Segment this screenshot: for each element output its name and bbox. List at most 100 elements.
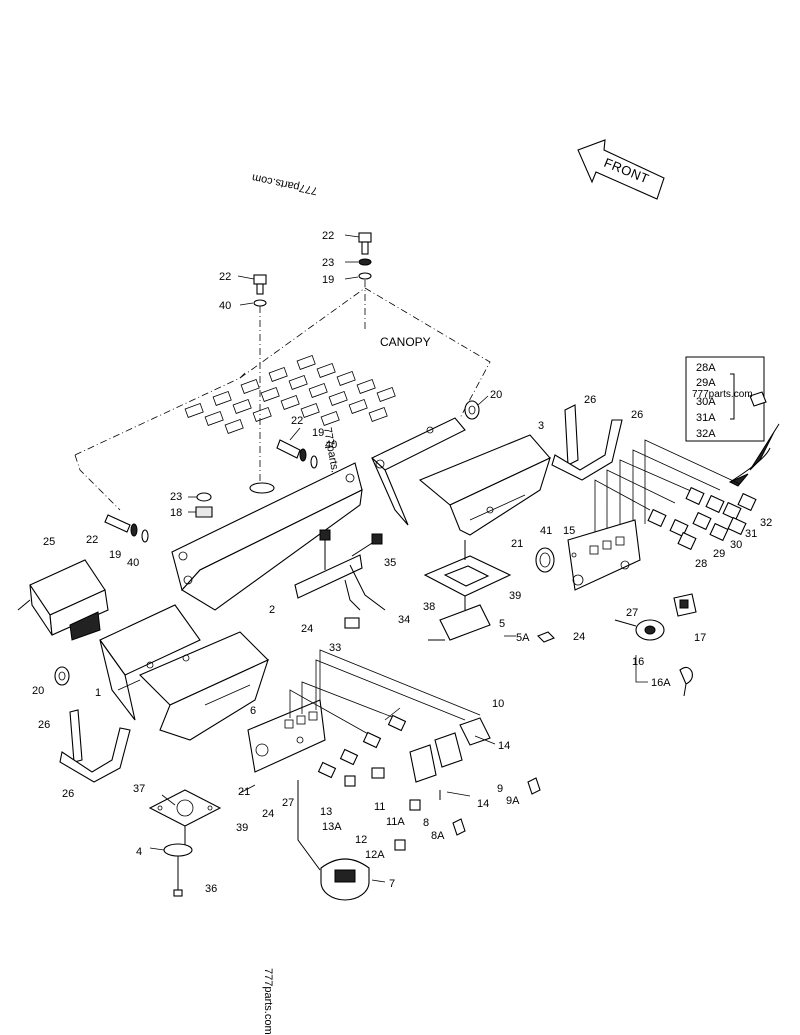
callout-26c: 26 — [38, 719, 50, 731]
callout-3: 3 — [538, 420, 544, 432]
callout-26a: 26 — [584, 394, 596, 406]
callout-26d: 26 — [62, 788, 74, 800]
callout-9A: 9A — [506, 795, 520, 807]
bolt-set-left — [104, 514, 149, 543]
callout-4: 4 — [136, 846, 142, 858]
callout-31: 31 — [745, 528, 757, 540]
callout-26b: 26 — [631, 409, 643, 421]
left-console-box — [99, 604, 269, 741]
inset-label-31A: 31A — [696, 412, 716, 424]
callout-19b: 19 — [312, 427, 324, 439]
callout-12A: 12A — [365, 849, 385, 861]
callout-35: 35 — [384, 557, 396, 569]
callout-34: 34 — [398, 614, 410, 626]
callout-2: 2 — [269, 604, 275, 616]
bolt-stack-top-left — [237, 274, 267, 490]
switch-plate-right — [567, 519, 641, 591]
callout-5A: 5A — [516, 632, 530, 644]
inset-label-28A: 28A — [696, 362, 716, 374]
callout-40c: 40 — [127, 557, 139, 569]
canopy-outline: CANOPY — [74, 287, 491, 511]
callout-16: 16 — [632, 656, 644, 668]
callout-14a: 14 — [498, 740, 510, 752]
callout-39a: 39 — [509, 590, 521, 602]
callout-22b: 22 — [219, 271, 231, 283]
inset-label-30A: 30A — [696, 396, 716, 408]
lamp-5A — [537, 631, 555, 643]
callout-38: 38 — [423, 601, 435, 613]
bulbs-A — [452, 777, 541, 836]
callout-labels: 22 23 19 22 40 22 19 40 23 18 22 19 40 2… — [32, 230, 772, 895]
callout-27b: 27 — [282, 797, 294, 809]
inset-box — [685, 356, 780, 487]
callout-21b: 21 — [238, 786, 250, 798]
key-16A — [679, 666, 693, 697]
inset-labels: 28A 29A 777parts.com 30A 31A 32A — [692, 362, 753, 440]
callout-33: 33 — [329, 642, 341, 654]
callout-10: 10 — [492, 698, 504, 710]
callout-41: 41 — [540, 525, 552, 537]
callout-16A: 16A — [651, 677, 671, 689]
callout-13: 13 — [320, 806, 332, 818]
callout-39b: 39 — [236, 822, 248, 834]
beacon-light — [17, 559, 109, 641]
bolt-stack-top-right — [344, 232, 372, 330]
callout-12: 12 — [355, 834, 367, 846]
callout-22d: 22 — [86, 534, 98, 546]
callout-7: 7 — [389, 878, 395, 890]
switch-panel-6 — [247, 699, 326, 773]
watermark-top: 777parts.com — [251, 171, 319, 197]
callout-6: 6 — [250, 705, 256, 717]
right-console-box — [371, 417, 551, 536]
callout-23a: 23 — [322, 257, 334, 269]
watermark-bottom: 777parts.com — [262, 968, 274, 1035]
key-switch-16 — [614, 619, 665, 641]
leader-lines — [117, 635, 648, 883]
callout-40a: 40 — [219, 300, 231, 312]
handle-right-26 — [551, 404, 623, 481]
callout-22a: 22 — [322, 230, 334, 242]
inset-label-29A: 29A — [696, 377, 716, 389]
callout-25: 25 — [43, 536, 55, 548]
callout-17: 17 — [694, 632, 706, 644]
callout-19c: 19 — [109, 549, 121, 561]
callout-8: 8 — [423, 817, 429, 829]
callout-13A: 13A — [322, 821, 342, 833]
callout-32: 32 — [760, 517, 772, 529]
callout-5: 5 — [499, 618, 505, 630]
mount-plate-37 — [148, 789, 222, 845]
callout-24a: 24 — [301, 623, 313, 635]
callout-24b: 24 — [573, 631, 585, 643]
rocker-switch-17 — [673, 593, 697, 617]
callout-11A: 11A — [386, 816, 405, 828]
callout-21a: 21 — [511, 538, 523, 550]
callout-11: 11 — [374, 801, 385, 813]
inset-watermark: 777parts.com — [692, 389, 753, 400]
callout-18: 18 — [170, 507, 182, 519]
connectors-panel-6 — [317, 714, 491, 851]
grommet-20-left — [54, 666, 70, 686]
callout-36: 36 — [205, 883, 217, 895]
wire-harness — [294, 529, 386, 629]
nut-washer-18-23 — [188, 492, 213, 518]
post-4 — [163, 843, 193, 897]
inset-label-32A: 32A — [696, 428, 716, 440]
mounting-bracket — [171, 462, 363, 611]
callout-19a: 19 — [322, 274, 334, 286]
callout-20a: 20 — [490, 389, 502, 401]
callout-27a: 27 — [626, 607, 638, 619]
front-arrow: FRONT — [577, 139, 665, 200]
gauge-7 — [297, 780, 370, 901]
callout-22c: 22 — [291, 415, 303, 427]
callout-23b: 23 — [170, 491, 182, 503]
plate-38 — [423, 540, 512, 641]
callout-28: 28 — [695, 558, 707, 570]
callout-29: 29 — [713, 548, 725, 560]
callout-20b: 20 — [32, 685, 44, 697]
grommet-20-top — [464, 395, 489, 420]
canopy-vent-slots — [184, 354, 396, 434]
callout-9: 9 — [497, 783, 503, 795]
bolt-set-mid — [276, 427, 318, 469]
callout-14b: 14 — [477, 798, 489, 810]
